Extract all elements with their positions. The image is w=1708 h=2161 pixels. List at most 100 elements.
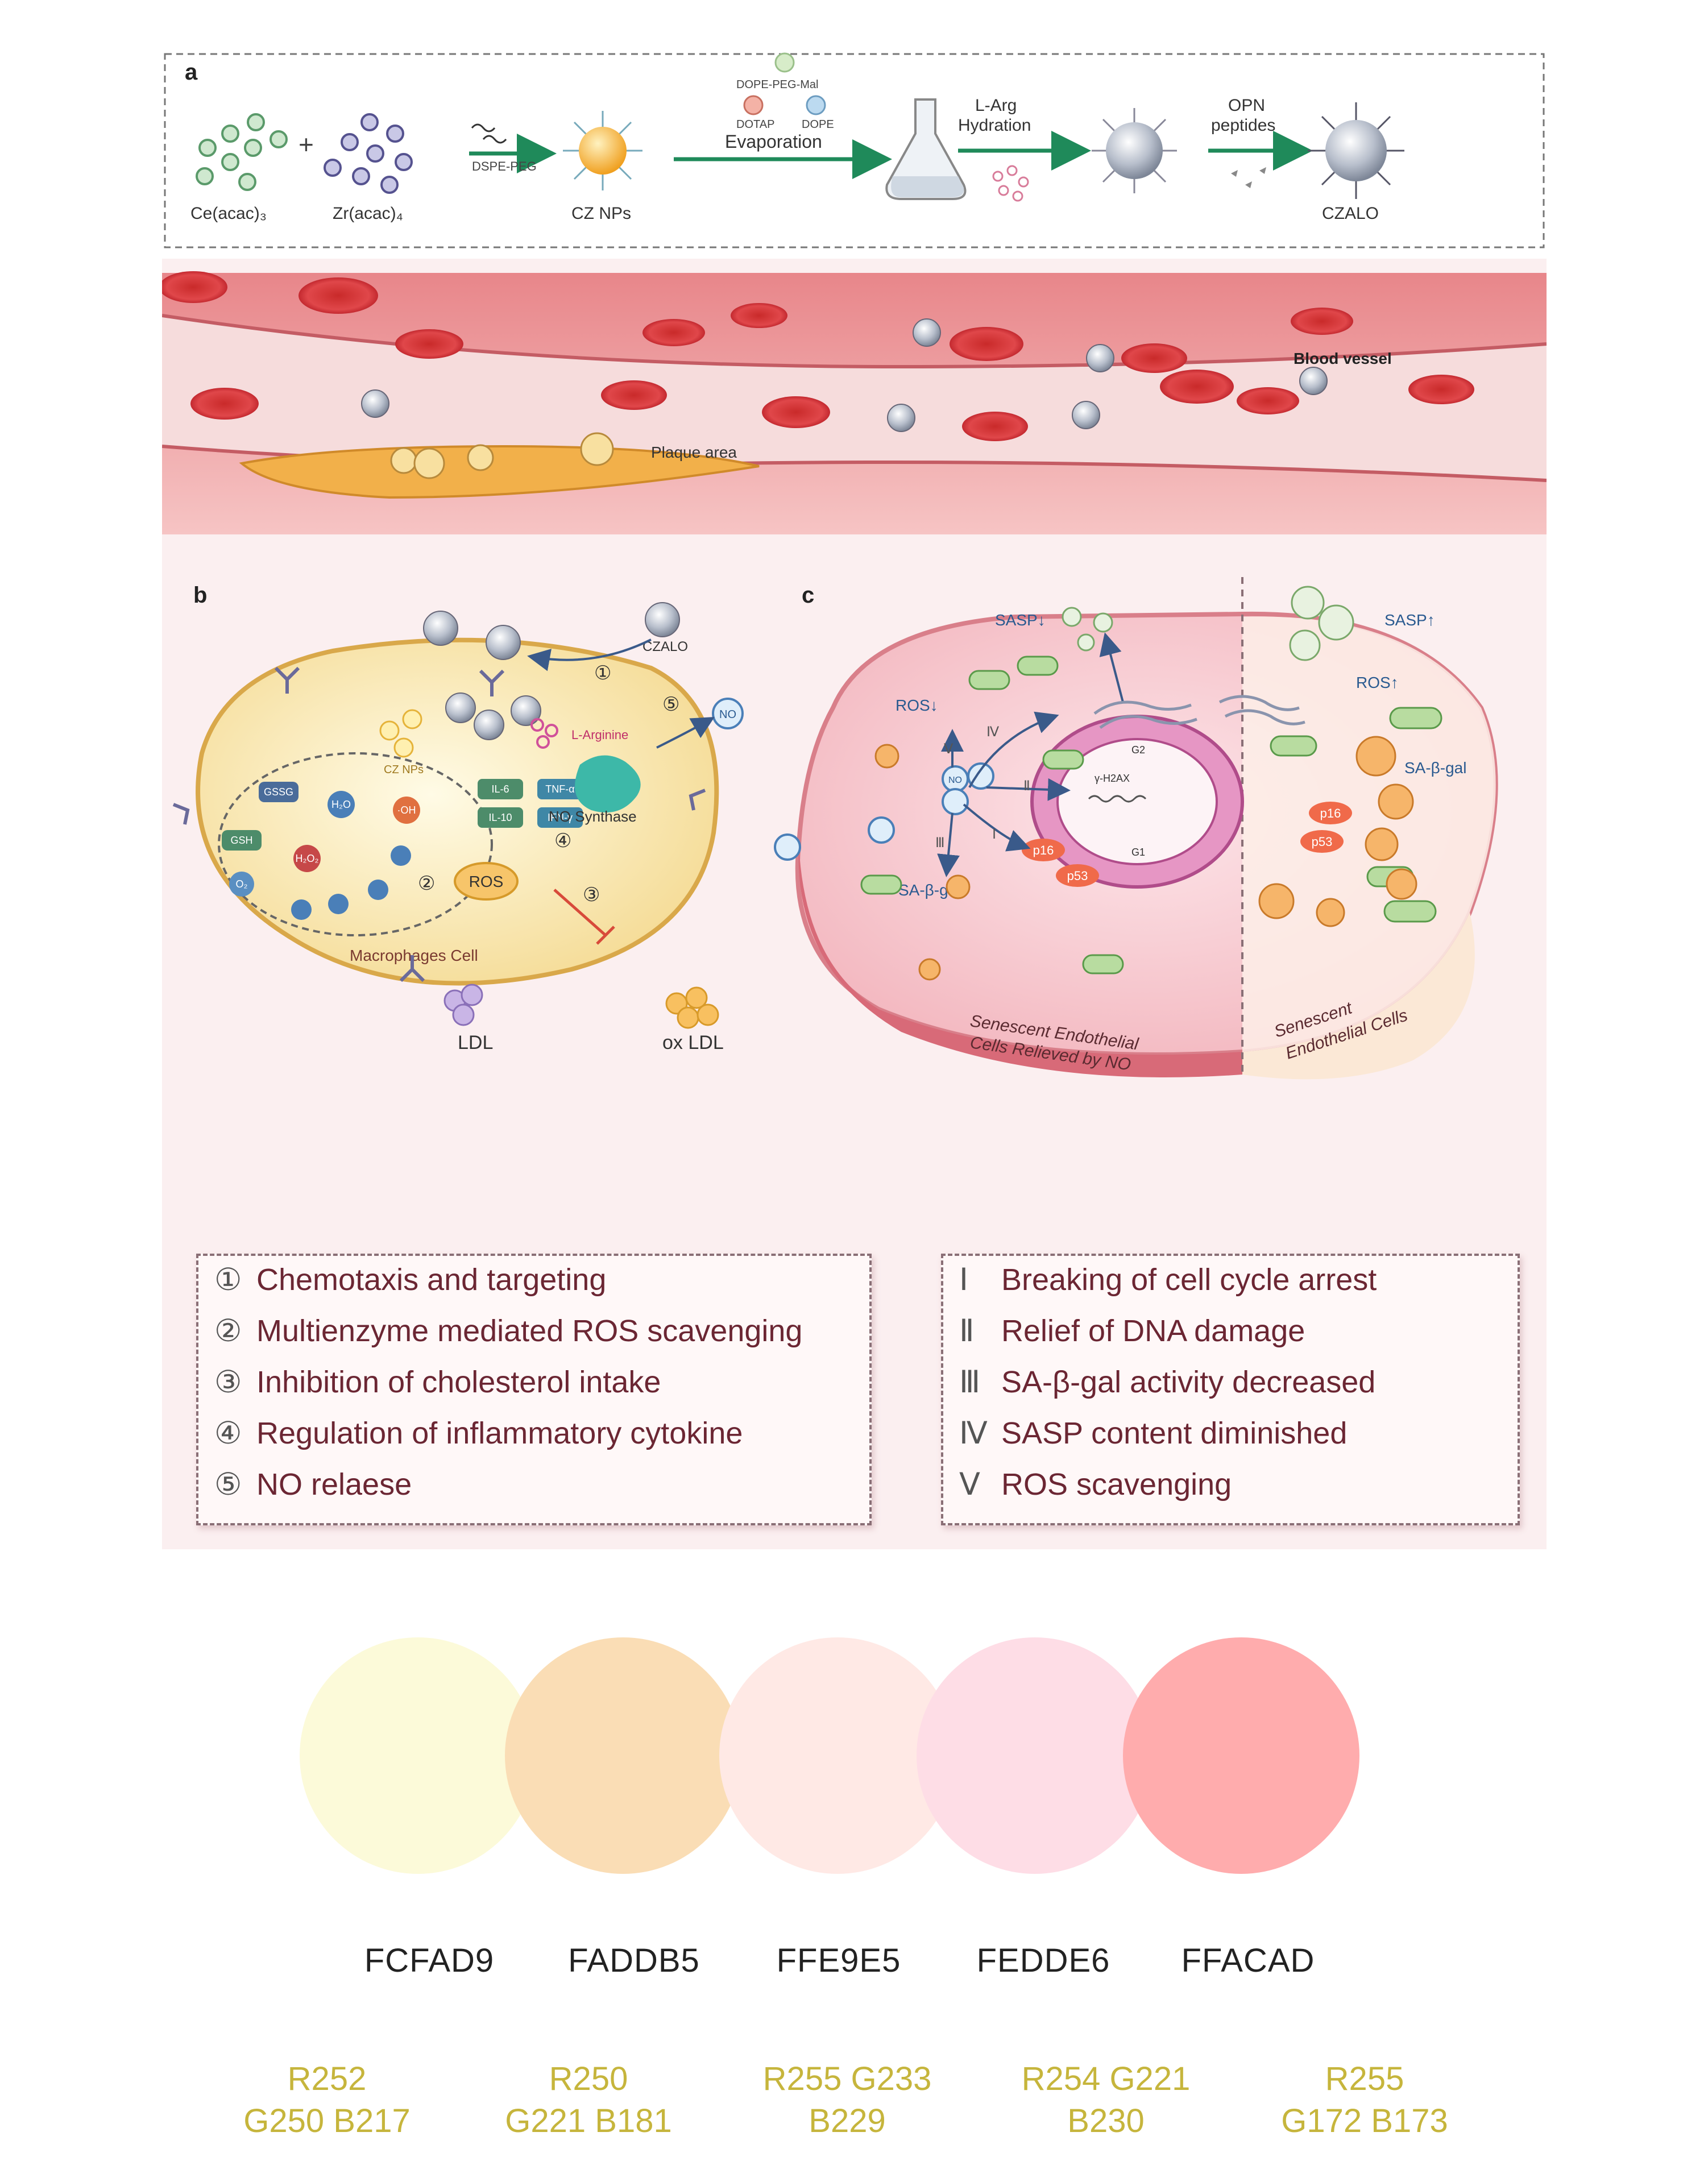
ros-up-label: ROS↑ (1356, 674, 1399, 691)
czalo-label-b: CZALO (642, 639, 688, 654)
hex-code: FFE9E5 (776, 1942, 901, 1979)
blood-vessel-label: Blood vessel (1294, 350, 1392, 367)
legend-left-box: ① Chemotaxis and targeting ② Multienzyme m… (196, 1254, 872, 1525)
inhibition-line (553, 889, 607, 936)
legend-right-number: Ⅴ (959, 1467, 980, 1501)
oxldl-label: ox LDL (662, 1032, 724, 1053)
step-1-marker: ① (594, 662, 611, 684)
legend-left-row: ① Chemotaxis and targeting (214, 1262, 606, 1297)
dspe-peg-squiggle (471, 123, 496, 132)
zr-acac-molecules (324, 113, 413, 194)
il6-label: IL-6 (491, 783, 509, 795)
p16-label-right: p16 (1320, 806, 1341, 820)
ros-node-b (454, 862, 519, 901)
opn-peptide-marks (1231, 167, 1266, 188)
o2-label: O₂ (236, 878, 248, 890)
sasp-up-label: SASP↑ (1384, 611, 1435, 629)
gsh-label: GSH (230, 835, 252, 846)
dna-strand (1088, 795, 1147, 803)
hex-code: FADDB5 (568, 1942, 700, 1979)
arrow-no-release (656, 717, 715, 749)
color-swatch (505, 1637, 741, 1874)
czalo-particles-b (423, 602, 680, 740)
legend-right-number: Ⅱ (959, 1314, 975, 1348)
l-arginine-dots (530, 718, 558, 749)
sasp-vesicles (1062, 586, 1354, 661)
panel-a-label: a (185, 60, 198, 85)
color-swatch (300, 1637, 536, 1874)
p53-label: p53 (1067, 869, 1088, 883)
p53-label-right: p53 (1312, 835, 1333, 849)
tnfa-label: TNF-α (545, 783, 574, 795)
sasp-down-label: SASP↓ (995, 611, 1046, 629)
cell-side-relieved (798, 844, 1242, 1077)
legend-left-row: ⑤ NO relaese (214, 1466, 412, 1502)
ldl-label: LDL (458, 1032, 493, 1053)
plaque-area-label: Plaque area (651, 443, 737, 461)
vessel-lumen (162, 316, 1547, 480)
blood-vessel: Plaque area Blood vessel (162, 271, 1547, 534)
cz-np (563, 111, 642, 190)
roman-3: Ⅲ (935, 835, 945, 851)
rgb-line-1: R255 (1325, 2060, 1404, 2097)
legend-left-text: Chemotaxis and targeting (256, 1263, 607, 1297)
rgb-line-2: B230 (1067, 2102, 1145, 2139)
g1-label: G1 (1131, 847, 1145, 858)
legend-right-text: ROS scavenging (1001, 1467, 1232, 1501)
evaporation-label: Evaporation (725, 131, 822, 152)
color-swatch (719, 1637, 956, 1874)
rgb-line-1: R252 (287, 2060, 367, 2097)
ros-down-label: ROS↓ (896, 696, 938, 714)
legend-left-number: ① (214, 1263, 242, 1297)
no-molecules-c (774, 762, 994, 861)
no-synthase-blob (575, 755, 641, 813)
czalo-label: CZALO (1322, 204, 1379, 223)
czalo-np (1308, 102, 1404, 199)
zr-acac-label: Zr(acac)₄ (333, 204, 403, 223)
rgb-line-1: R255 G233 (762, 2060, 932, 2097)
rgb-line-2: G172 B173 (1281, 2102, 1448, 2139)
plaque-lipids (390, 432, 614, 479)
legend-right-text: Breaking of cell cycle arrest (1001, 1263, 1377, 1297)
no-label-b: NO (719, 708, 736, 721)
inhibition-bar (596, 926, 615, 945)
legend-right-number: Ⅲ (959, 1365, 981, 1399)
scientific-figure: a + Ce(acac)₃ Zr(acac)₄ DSPE-PEG CZ NPs … (162, 48, 1547, 1549)
figure-svg: a + Ce(acac)₃ Zr(acac)₄ DSPE-PEG CZ NPs … (162, 48, 1547, 1080)
l-arginine-label: L-Arginine (571, 728, 628, 742)
legend-left-text: Multienzyme mediated ROS scavenging (256, 1314, 803, 1348)
arrow-chemotaxis (527, 638, 652, 671)
legend-left-text: NO relaese (256, 1467, 412, 1501)
ce-acac-label: Ce(acac)₃ (190, 204, 267, 223)
opn-label-2: peptides (1211, 116, 1275, 135)
nucleus-inner (1056, 738, 1218, 865)
red-blood-cells (162, 271, 1474, 441)
l-arg-dots (992, 165, 1029, 202)
legend-left-number: ⑤ (214, 1467, 242, 1501)
rgb-line-2: B229 (809, 2102, 886, 2139)
cytokine-boxes: IL-6 IL-10 TNF-α IFN-γ (478, 779, 583, 828)
sagal-label: SA-β-gal (1404, 759, 1466, 777)
dotap-label: DOTAP (736, 118, 774, 131)
panel-b-label: b (193, 583, 207, 608)
panel-b: b CZALO ① CZ NPs GSSG GSH H₂O₂ H₂O (172, 583, 744, 1053)
p16-p53-left: p16 p53 (1022, 839, 1099, 887)
legend-right-text: SA-β-gal activity decreased (1001, 1365, 1376, 1399)
rgb-line-1: R250 (549, 2060, 628, 2097)
step-4-marker: ④ (554, 830, 571, 852)
step-5-marker: ⑤ (662, 694, 679, 715)
larg-label-1: L-Arg (975, 96, 1017, 115)
p16-label: p16 (1033, 843, 1054, 857)
roman-1: Ⅰ (992, 827, 996, 842)
macrophage-cell (196, 637, 719, 986)
legend-left-number: ② (214, 1314, 242, 1348)
